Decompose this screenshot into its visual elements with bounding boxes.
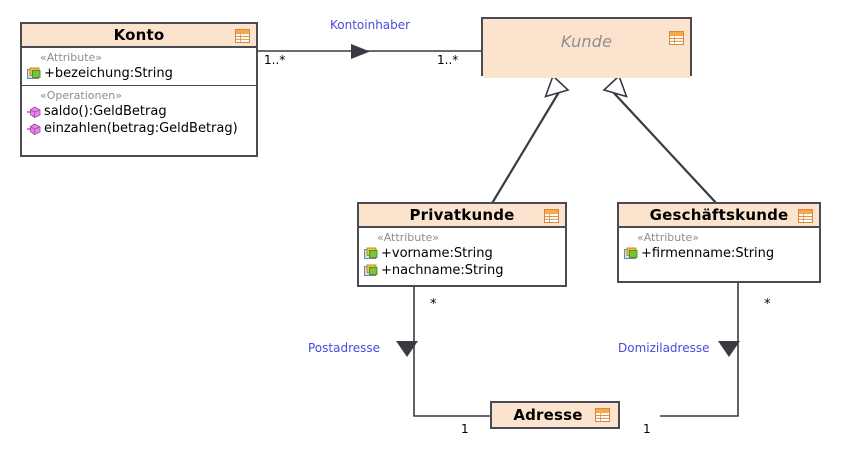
class-table-icon [235, 29, 250, 43]
class-name-kunde: Kunde [560, 32, 613, 51]
class-table-icon [595, 408, 610, 422]
attribute-icon [364, 247, 378, 259]
member-label: saldo():GeldBetrag [44, 104, 167, 119]
member-label: +firmenname:String [641, 246, 775, 261]
class-name-adresse: Adresse [513, 406, 583, 424]
member-label: +bezeichung:String [44, 66, 173, 81]
stereotype-attribute: «Attribute» [40, 51, 103, 64]
uml-class-privatkunde[interactable]: Privatkunde «Attribute» +vorname:String [357, 202, 567, 287]
uml-class-adresse[interactable]: Adresse [490, 401, 620, 429]
member-saldo[interactable]: saldo():GeldBetrag [22, 103, 256, 120]
class-header-privatkunde: Privatkunde [359, 204, 565, 228]
multiplicity-adresse-domiziladresse: 1 [643, 422, 651, 436]
class-header-adresse: Adresse [492, 403, 618, 427]
class-name-privatkunde: Privatkunde [409, 206, 515, 224]
member-einzahlen[interactable]: einzahlen(betrag:GeldBetrag) [22, 120, 256, 137]
association-label-domiziladresse: Domiziladresse [618, 341, 710, 355]
compartment-geschaeftskunde-attributes: «Attribute» +firmenname:String [619, 228, 819, 265]
attribute-icon [27, 67, 41, 79]
class-name-geschaeftskunde: Geschäftskunde [649, 206, 789, 224]
association-label-postadresse: Postadresse [308, 341, 381, 355]
multiplicity-konto-kontoinhaber: 1..* [264, 53, 286, 67]
uml-class-konto[interactable]: Konto «Attribute» +bezeichung:String [20, 22, 258, 157]
stereotype-attribute: «Attribute» [377, 231, 440, 244]
class-header-kunde: Kunde [483, 19, 690, 78]
member-vorname[interactable]: +vorname:String [359, 245, 565, 262]
member-bezeichung[interactable]: +bezeichung:String [22, 65, 256, 82]
class-table-icon [544, 209, 559, 223]
member-label: +nachname:String [381, 263, 504, 278]
uml-class-kunde[interactable]: Kunde [481, 17, 692, 78]
class-name-konto: Konto [113, 26, 165, 44]
member-label: einzahlen(betrag:GeldBetrag) [44, 121, 238, 136]
multiplicity-kunde-kontoinhaber: 1..* [437, 53, 459, 67]
member-label: +vorname:String [381, 246, 493, 261]
uml-class-geschaeftskunde[interactable]: Geschäftskunde «Attribute» +firmenname:S… [617, 202, 821, 283]
class-table-icon [798, 209, 813, 223]
multiplicity-geschaeftskunde-domiziladresse: * [764, 297, 771, 312]
member-firmenname[interactable]: +firmenname:String [619, 245, 819, 262]
multiplicity-privatkunde-postadresse: * [430, 297, 437, 312]
class-header-konto: Konto [22, 24, 256, 48]
stereotype-operationen: «Operationen» [40, 89, 122, 102]
multiplicity-adresse-postadresse: 1 [461, 422, 469, 436]
compartment-privatkunde-attributes: «Attribute» +vorname:String +nachname:St… [359, 228, 565, 282]
connector-generalization-geschaeftskunde [602, 74, 719, 206]
member-nachname[interactable]: +nachname:String [359, 262, 565, 279]
compartment-konto-attributes: «Attribute» +bezeichung:String [22, 48, 256, 86]
attribute-icon [624, 247, 638, 259]
class-header-geschaeftskunde: Geschäftskunde [619, 204, 819, 228]
attribute-icon [364, 264, 378, 276]
connector-generalization-privatkunde [490, 74, 570, 206]
operation-icon [27, 105, 41, 118]
compartment-konto-operations: «Operationen» saldo():GeldBetrag einzah [22, 86, 256, 140]
association-label-kontoinhaber: Kontoinhaber [330, 18, 411, 32]
class-table-icon [669, 31, 684, 45]
stereotype-attribute: «Attribute» [637, 231, 700, 244]
operation-icon [27, 122, 41, 135]
connector-postadresse [396, 287, 490, 417]
